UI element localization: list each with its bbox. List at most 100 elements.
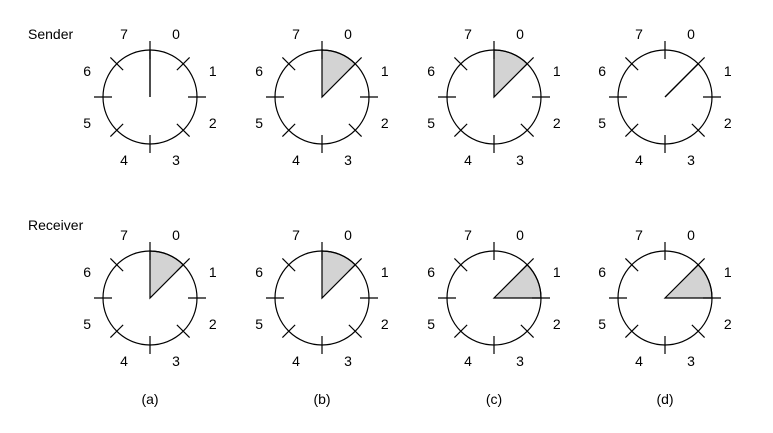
wheel-tick xyxy=(520,123,535,138)
sequence-number-0: 0 xyxy=(687,26,695,42)
sequence-number-2: 2 xyxy=(381,115,389,131)
sequence-number-3: 3 xyxy=(516,152,524,168)
row-label-receiver: Receiver xyxy=(28,217,84,233)
wheel-tick xyxy=(281,56,296,71)
wheel-tick xyxy=(624,123,639,138)
sequence-number-4: 4 xyxy=(292,353,300,369)
sender-wheel-3: 0 1 2 3 4 5 6 7 xyxy=(598,26,732,168)
wheel-tick xyxy=(520,56,535,71)
sequence-number-3: 3 xyxy=(344,152,352,168)
wheel-tick xyxy=(453,56,468,71)
sequence-number-5: 5 xyxy=(255,115,263,131)
shaded-sector-0 xyxy=(493,49,529,99)
wheel-tick xyxy=(624,257,639,272)
sequence-number-6: 6 xyxy=(83,264,91,280)
sequence-number-7: 7 xyxy=(120,26,128,42)
sequence-number-0: 0 xyxy=(172,227,180,243)
sequence-number-4: 4 xyxy=(635,353,643,369)
sequence-number-4: 4 xyxy=(635,152,643,168)
sequence-number-2: 2 xyxy=(209,115,217,131)
wheel-tick xyxy=(109,56,124,71)
sequence-number-1: 1 xyxy=(724,264,732,280)
wheel-tick xyxy=(691,123,706,138)
wheels-layer: 0 1 2 3 4 5 6 7 0 1 2 3 4 5 6 7 0 1 2 3 4 5 6 7 0 1 2 3 4 5 6 7 0 1 2 3 4 5 6 7… xyxy=(83,26,732,369)
sequence-number-1: 1 xyxy=(209,264,217,280)
sequence-number-1: 1 xyxy=(553,264,561,280)
shaded-sector-0 xyxy=(321,250,357,300)
sequence-number-5: 5 xyxy=(255,316,263,332)
wheel-tick xyxy=(624,56,639,71)
sequence-number-5: 5 xyxy=(598,316,606,332)
sequence-number-2: 2 xyxy=(724,115,732,131)
sequence-number-4: 4 xyxy=(464,353,472,369)
sequence-number-6: 6 xyxy=(598,264,606,280)
wheel-tick xyxy=(281,123,296,138)
sequence-number-3: 3 xyxy=(344,353,352,369)
wheel-tick xyxy=(453,324,468,339)
sequence-number-7: 7 xyxy=(635,227,643,243)
sequence-number-6: 6 xyxy=(83,63,91,79)
sequence-number-6: 6 xyxy=(427,63,435,79)
wheel-tick xyxy=(109,123,124,138)
sequence-number-5: 5 xyxy=(598,115,606,131)
sequence-number-0: 0 xyxy=(516,26,524,42)
caption-b: (b) xyxy=(313,391,330,407)
sequence-number-6: 6 xyxy=(255,264,263,280)
sequence-number-6: 6 xyxy=(598,63,606,79)
wheel-tick xyxy=(109,324,124,339)
sequence-number-7: 7 xyxy=(292,227,300,243)
sequence-number-4: 4 xyxy=(120,353,128,369)
sequence-number-1: 1 xyxy=(724,63,732,79)
caption-a: (a) xyxy=(141,391,158,407)
sequence-number-2: 2 xyxy=(553,115,561,131)
sequence-number-5: 5 xyxy=(427,316,435,332)
wheel-tick xyxy=(520,257,535,272)
sequence-number-7: 7 xyxy=(120,227,128,243)
wheel-tick xyxy=(176,324,191,339)
sequence-number-1: 1 xyxy=(553,63,561,79)
wheel-pointer xyxy=(664,63,699,98)
sequence-number-4: 4 xyxy=(292,152,300,168)
sequence-number-3: 3 xyxy=(516,353,524,369)
sequence-number-2: 2 xyxy=(553,316,561,332)
sequence-number-0: 0 xyxy=(172,26,180,42)
sequence-number-6: 6 xyxy=(255,63,263,79)
sequence-number-2: 2 xyxy=(381,316,389,332)
sequence-number-5: 5 xyxy=(83,115,91,131)
sequence-number-0: 0 xyxy=(687,227,695,243)
shaded-sector-0 xyxy=(149,250,185,300)
wheel-tick xyxy=(176,257,191,272)
sequence-number-3: 3 xyxy=(172,353,180,369)
sequence-number-3: 3 xyxy=(687,152,695,168)
shaded-sector-0 xyxy=(321,49,357,99)
sequence-number-3: 3 xyxy=(172,152,180,168)
sequence-number-0: 0 xyxy=(344,26,352,42)
shaded-sector-1 xyxy=(492,263,542,299)
sequence-number-5: 5 xyxy=(83,316,91,332)
sequence-number-7: 7 xyxy=(635,26,643,42)
sequence-number-1: 1 xyxy=(209,63,217,79)
wheel-tick xyxy=(348,257,363,272)
row-label-sender: Sender xyxy=(28,26,73,42)
wheel-tick xyxy=(176,56,191,71)
wheel-tick xyxy=(520,324,535,339)
sender-wheel-0: 0 1 2 3 4 5 6 7 xyxy=(83,26,217,168)
sequence-number-4: 4 xyxy=(120,152,128,168)
wheel-tick xyxy=(348,123,363,138)
wheel-tick xyxy=(281,257,296,272)
wheel-tick xyxy=(691,257,706,272)
wheel-tick xyxy=(453,257,468,272)
wheel-tick xyxy=(691,324,706,339)
sequence-number-7: 7 xyxy=(464,227,472,243)
caption-d: (d) xyxy=(656,391,673,407)
sequence-number-5: 5 xyxy=(427,115,435,131)
wheel-tick xyxy=(453,123,468,138)
wheel-tick xyxy=(348,324,363,339)
sequence-number-2: 2 xyxy=(724,316,732,332)
